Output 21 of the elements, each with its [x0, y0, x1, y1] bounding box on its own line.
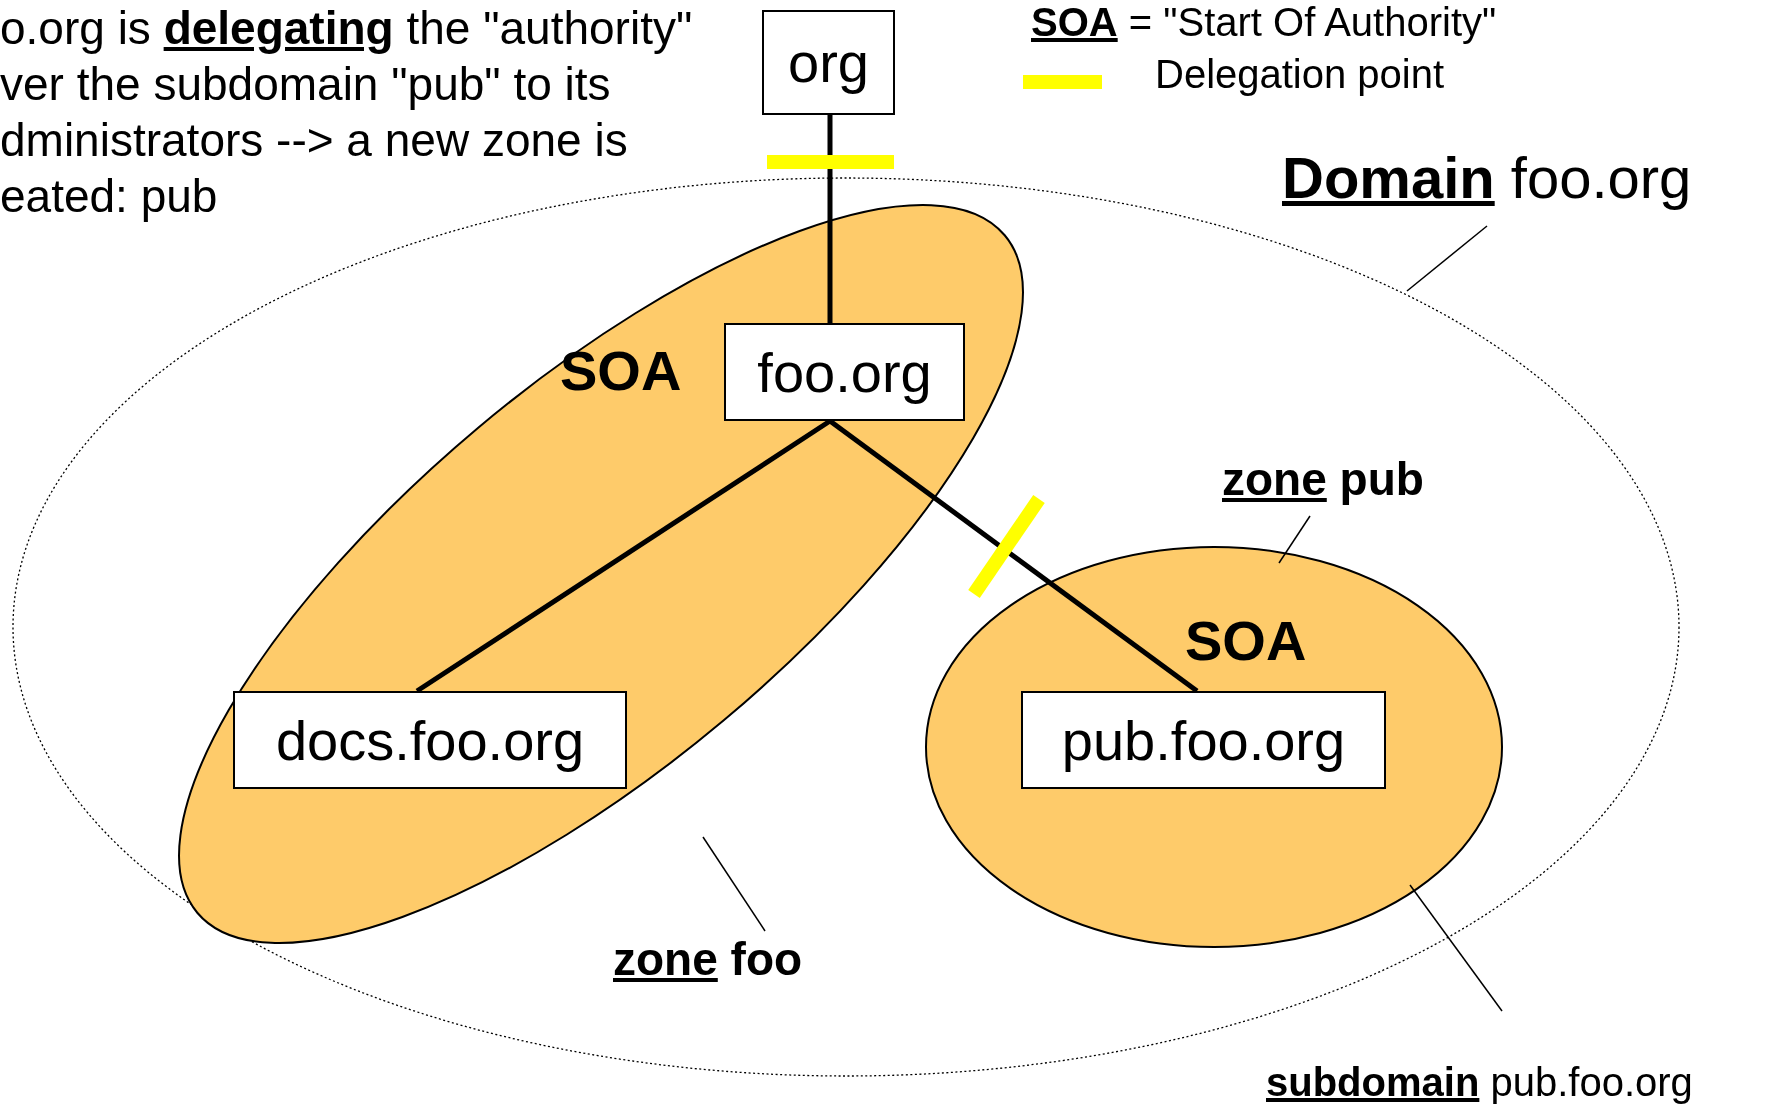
domain-name-box: foo.org: [724, 323, 965, 421]
leader-label: subdomain pub.foo.org: [1266, 1060, 1693, 1105]
soa-label: SOA: [560, 338, 682, 403]
zone-ellipse: [926, 547, 1502, 947]
legend-text: Delegation point: [1155, 52, 1445, 97]
tree-line: [828, 419, 1199, 693]
leader-line: [702, 836, 766, 932]
soa-label: SOA: [1185, 608, 1307, 673]
leader-label: zone pub: [1222, 452, 1424, 506]
domain-name-box: docs.foo.org: [233, 691, 627, 789]
tree-line: [415, 418, 832, 694]
leader-line: [1406, 225, 1488, 292]
legend-text: SOA = "Start Of Authority": [1031, 0, 1497, 45]
note-text: o.org is delegating the "authority" ver the subdomain "pub" to its dministrators --> a new zone is eated: pub: [0, 1, 694, 224]
leader-line: [1278, 515, 1311, 564]
leader-line: [1409, 884, 1503, 1012]
leader-label: zone foo: [613, 932, 803, 986]
leader-label: Domain foo.org: [1282, 144, 1692, 211]
tree-line: [827, 115, 833, 323]
domain-name-box: org: [762, 10, 895, 115]
domain-name-box: pub.foo.org: [1021, 691, 1386, 789]
